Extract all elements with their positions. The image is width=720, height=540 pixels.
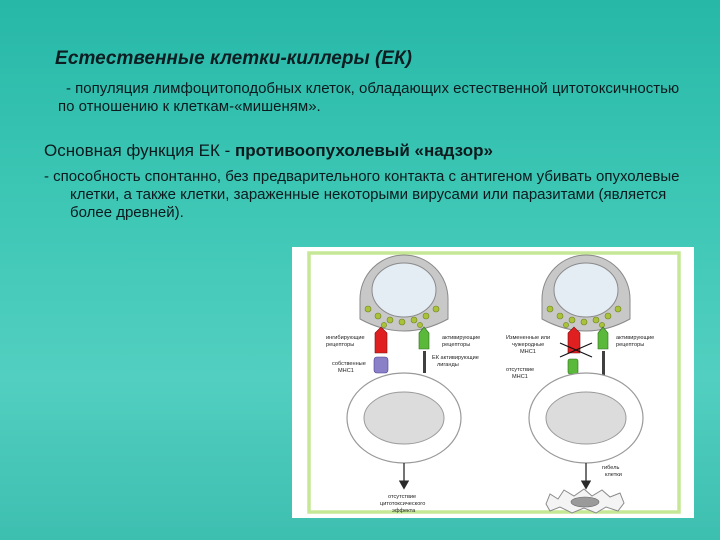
target-nucleus-left — [363, 391, 445, 445]
nk-cell-diagram: ингибирующие рецепторы активирующие реце… — [292, 247, 694, 518]
nk-nucleus-right — [553, 262, 619, 318]
dying-cell-nucleus — [570, 496, 600, 508]
activating-ligand-left — [423, 351, 426, 373]
left-scenario: ингибирующие рецепторы активирующие реце… — [326, 254, 480, 514]
label-absent-mhc-l1: отсутствие — [506, 367, 534, 373]
label-activating-ligands-l1: ЕК активирующие — [432, 355, 479, 361]
activating-receptor-left — [418, 326, 430, 350]
label-outcome-right-l2: клетки — [605, 472, 622, 478]
main-function: Основная функция ЕК - противоопухолевый … — [44, 141, 493, 161]
granules-left — [364, 305, 440, 328]
label-activating-receptors-l1: активирующие — [442, 335, 480, 341]
label-own-mhc-l1: собственные — [332, 361, 366, 367]
activating-ligand-right — [602, 351, 605, 383]
inhibitory-receptor-left — [374, 326, 388, 354]
label-activating-receptors-right-l1: активирующие — [616, 335, 654, 341]
target-nucleus-right — [545, 391, 627, 445]
label-altered-mhc-l2: чужеродные — [512, 342, 544, 348]
label-inhibitory-receptors-l2: рецепторы — [326, 342, 354, 348]
main-function-prefix: Основная функция ЕК - — [44, 141, 236, 160]
label-altered-mhc-l1: Измененные или — [506, 335, 550, 341]
nk-nucleus-left — [371, 262, 437, 318]
own-mhc-left — [373, 356, 389, 374]
label-outcome-left-l2: цитотоксического — [380, 501, 425, 507]
label-outcome-left-l3: эффекта — [392, 508, 416, 514]
inhibitory-receptor-right — [567, 326, 581, 354]
granules-right — [546, 305, 622, 328]
label-activating-receptors-l2: рецепторы — [442, 342, 470, 348]
label-activating-receptors-right-l2: рецепторы — [616, 342, 644, 348]
activating-receptor-right — [597, 326, 609, 350]
blocked-interaction-cross-2 — [559, 342, 593, 358]
altered-mhc-right — [567, 358, 579, 375]
label-inhibitory-receptors-l1: ингибирующие — [326, 335, 365, 341]
label-altered-mhc-l3: МНС1 — [520, 349, 536, 355]
right-scenario: активирующие рецепторы Измененные или чу… — [506, 254, 654, 514]
nk-definition: - популяция лимфоцитоподобных клеток, об… — [58, 80, 680, 115]
nk-ability-description: - способность спонтанно, без предварител… — [44, 168, 680, 221]
label-outcome-left-l1: отсутствие — [388, 494, 416, 500]
slide-title: Естественные клетки-киллеры (ЕК) — [55, 48, 412, 69]
label-activating-ligands-l2: лиганды — [437, 362, 459, 368]
main-function-highlight: противоопухолевый «надзор» — [235, 141, 493, 160]
label-own-mhc-l2: МНС1 — [338, 368, 354, 374]
diagram-frame — [307, 251, 681, 514]
label-absent-mhc-l2: МНС1 — [512, 374, 528, 380]
label-outcome-right-l1: гибель — [602, 465, 619, 471]
